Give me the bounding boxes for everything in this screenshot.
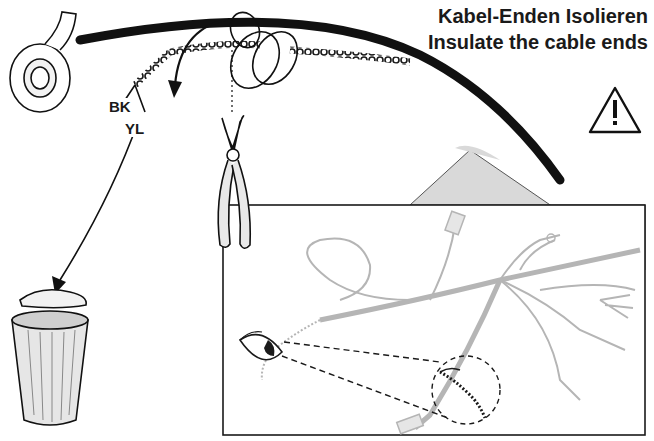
insulating-tape — [10, 12, 76, 112]
side-cutter — [218, 116, 250, 249]
discard-arrow — [60, 122, 138, 280]
sight-line — [282, 342, 448, 418]
warning-symbol — [590, 88, 640, 132]
wire-color-label: YL — [124, 120, 145, 137]
twisted-pair — [135, 52, 170, 85]
connector-plug — [397, 211, 465, 434]
heading-english: Insulate the cable ends — [428, 30, 648, 54]
focus-circle — [432, 356, 500, 424]
trash-can — [12, 290, 88, 425]
wire-color-label: BK — [108, 98, 132, 115]
heading-german: Kabel-Enden Isolieren — [438, 4, 648, 28]
wiring-harness — [262, 225, 640, 428]
twisted-pair-detail — [440, 372, 485, 418]
wire-coil — [221, 8, 306, 97]
cut-arrow — [175, 20, 225, 85]
detail-box — [223, 205, 645, 435]
eye-symbol — [240, 332, 282, 360]
